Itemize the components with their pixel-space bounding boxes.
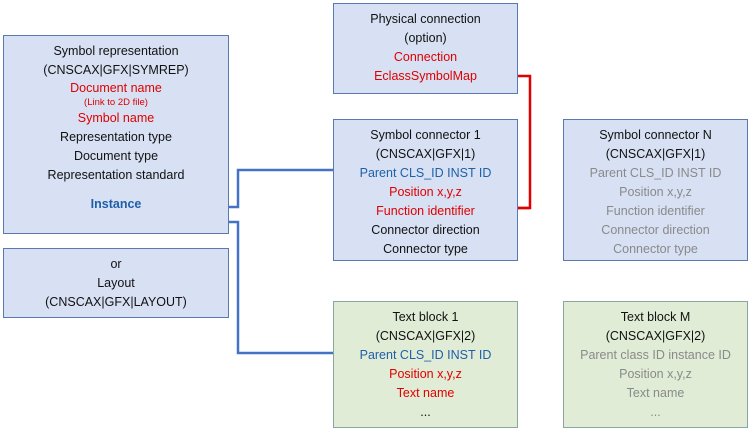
document-type: Document type xyxy=(73,149,159,163)
textblockM-code: (CNSCAX|GFX|2) xyxy=(605,329,706,343)
connectorN-code: (CNSCAX|GFX|1) xyxy=(605,147,706,161)
layout-or: or xyxy=(110,257,122,271)
connector1-function: Function identifier xyxy=(376,204,475,218)
document-link-note: (Link to 2D file) xyxy=(84,97,148,108)
connector1-code: (CNSCAX|GFX|1) xyxy=(375,147,476,161)
connectorN-function: Function identifier xyxy=(606,204,705,218)
physical-connection-box: Physical connection (option) Connection … xyxy=(333,3,518,94)
physical-connection: Connection xyxy=(393,50,458,64)
layout-title: Layout xyxy=(97,276,135,290)
text-block-m-box: Text block M (CNSCAX|GFX|2) Parent class… xyxy=(563,301,748,428)
symbol-rep-title: Symbol representation xyxy=(53,44,179,58)
symbol-connector-n-box: Symbol connector N (CNSCAX|GFX|1) Parent… xyxy=(563,119,748,261)
connector1-title: Symbol connector 1 xyxy=(370,128,481,142)
symbol-name: Symbol name xyxy=(77,111,155,125)
connector1-direction: Connector direction xyxy=(371,223,480,237)
connector1-position: Position x,y,z xyxy=(389,185,462,199)
connectorN-direction: Connector direction xyxy=(601,223,710,237)
textblockM-parent: Parent class ID instance ID xyxy=(580,348,731,362)
connector1-type: Connector type xyxy=(383,242,468,256)
textblockM-text-name: Text name xyxy=(626,386,685,400)
text-block-1-box: Text block 1 (CNSCAX|GFX|2) Parent CLS_I… xyxy=(333,301,518,428)
textblockM-title: Text block M xyxy=(620,310,691,324)
textblock1-code: (CNSCAX|GFX|2) xyxy=(375,329,476,343)
symbol-representation-box: Symbol representation (CNSCAX|GFX|SYMREP… xyxy=(3,35,229,234)
layout-code: (CNSCAX|GFX|LAYOUT) xyxy=(45,295,187,309)
textblock1-parent: Parent CLS_ID INST ID xyxy=(359,348,492,362)
symbol-connector-1-box: Symbol connector 1 (CNSCAX|GFX|1) Parent… xyxy=(333,119,518,261)
textblock1-title: Text block 1 xyxy=(392,310,459,324)
instance-label: Instance xyxy=(90,197,142,211)
textblock1-text-name: Text name xyxy=(396,386,455,400)
eclass-symbol-map: EclassSymbolMap xyxy=(374,69,477,83)
physical-title: Physical connection xyxy=(370,12,481,26)
representation-type: Representation type xyxy=(60,130,172,144)
textblock1-more: ... xyxy=(420,405,431,419)
connectorN-parent: Parent CLS_ID INST ID xyxy=(589,166,722,180)
layout-box: or Layout (CNSCAX|GFX|LAYOUT) xyxy=(3,248,229,318)
textblockM-position: Position x,y,z xyxy=(619,367,692,381)
textblockM-more: ... xyxy=(650,405,661,419)
connectorN-position: Position x,y,z xyxy=(619,185,692,199)
representation-standard: Representation standard xyxy=(47,168,185,182)
symbol-rep-code: (CNSCAX|GFX|SYMREP) xyxy=(43,63,189,77)
textblock1-position: Position x,y,z xyxy=(389,367,462,381)
connectorN-type: Connector type xyxy=(613,242,698,256)
connectorN-title: Symbol connector N xyxy=(599,128,712,142)
physical-option: (option) xyxy=(404,31,447,45)
document-name: Document name xyxy=(70,81,162,95)
connector1-parent: Parent CLS_ID INST ID xyxy=(359,166,492,180)
